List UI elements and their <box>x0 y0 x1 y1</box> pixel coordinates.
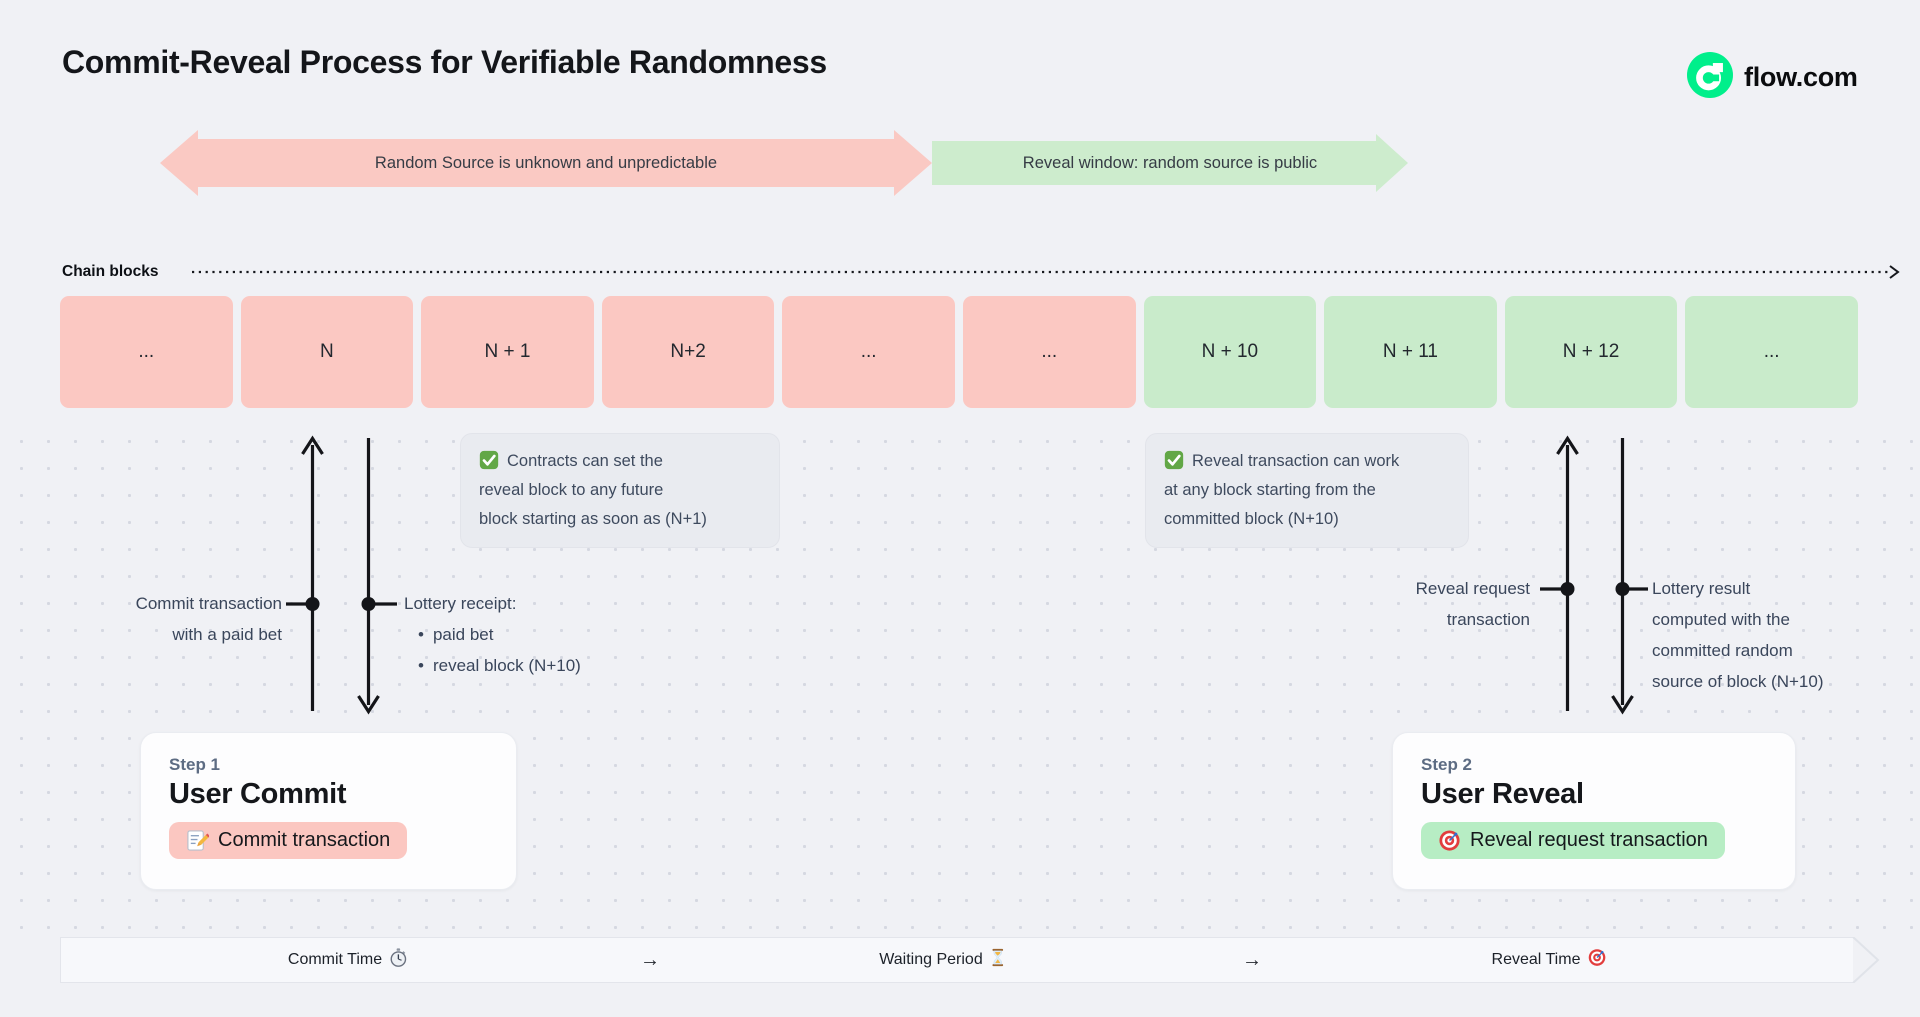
chain-dotted-line-arrow <box>192 265 1900 279</box>
note-line: Contracts can set the <box>479 447 761 476</box>
timeline-waiting-period: Waiting Period <box>879 937 1006 983</box>
note-text: Contracts can set the <box>507 452 663 470</box>
stopwatch-icon <box>389 948 408 972</box>
reveal-phase-arrow: Reveal window: random source is public <box>932 134 1408 192</box>
target-icon <box>1587 948 1606 972</box>
commit-phase-label: Random Source is unknown and unpredictab… <box>374 153 718 172</box>
chain-blocks-label: Chain blocks <box>62 263 159 280</box>
chain-block: N <box>240 296 414 408</box>
step1-kicker: Step 1 <box>169 755 221 774</box>
bullet-icon: • <box>418 625 424 644</box>
target-icon <box>1438 829 1461 852</box>
note-reveal-window: Reveal transaction can work at any block… <box>1145 433 1469 548</box>
step2-card: Step 2 User Reveal Reveal request transa… <box>1392 732 1796 890</box>
commit-transaction-label: Commit transaction with a paid bet <box>135 594 282 644</box>
lottery-result-label: Lottery result computed with the committ… <box>1652 579 1824 691</box>
reveal-request-button-label: Reveal request transaction <box>1470 829 1708 851</box>
chain-block: N + 10 <box>1143 296 1317 408</box>
chain-block: N + 12 <box>1504 296 1678 408</box>
step2-kicker: Step 2 <box>1421 755 1473 774</box>
commit-phase-arrow: Random Source is unknown and unpredictab… <box>160 130 932 196</box>
check-icon <box>1164 450 1184 470</box>
chain-block: ... <box>962 296 1136 408</box>
timeline-arrow-2: → <box>1242 948 1262 971</box>
step1-title: User Commit <box>169 778 347 810</box>
note-text: at any block starting from the <box>1164 481 1376 499</box>
page-title: Commit-Reveal Process for Verifiable Ran… <box>62 44 827 80</box>
chain-block: N + 11 <box>1324 296 1497 408</box>
timeline-reveal-time: Reveal Time <box>1492 937 1607 983</box>
note-text: block starting as soon as (N+1) <box>479 510 707 528</box>
chain-block: N+2 <box>601 296 775 408</box>
bullet-icon: • <box>418 656 424 675</box>
timeline-bar <box>60 937 1853 983</box>
chain-block: ... <box>782 296 955 408</box>
step1-card: Step 1 User Commit Commit transaction <box>140 732 517 890</box>
lottery-receipt-title: Lottery receipt: <box>404 594 517 613</box>
step2-title: User Reveal <box>1421 778 1584 810</box>
hourglass-icon <box>990 948 1007 972</box>
reveal-request-button[interactable]: Reveal request transaction <box>1421 822 1725 859</box>
chain-block: N + 1 <box>421 296 594 408</box>
note-line: Reveal transaction can work <box>1164 447 1450 476</box>
lottery-receipt-bullet: • paid bet <box>404 619 644 650</box>
memo-icon <box>186 829 209 852</box>
timeline-commit-time: Commit Time <box>288 937 408 983</box>
lottery-receipt-bullet: • reveal block (N+10) <box>404 650 644 681</box>
chain-block: ... <box>60 296 233 408</box>
reveal-phase-label: Reveal window: random source is public <box>1022 153 1318 172</box>
note-commit-window: Contracts can set the reveal block to an… <box>460 433 780 548</box>
check-icon <box>479 450 499 470</box>
commit-transaction-button-label: Commit transaction <box>218 829 391 851</box>
note-text: reveal block to any future <box>479 481 664 499</box>
reveal-request-label: Reveal request transaction <box>1415 579 1530 629</box>
commit-transaction-button[interactable]: Commit transaction <box>169 822 408 859</box>
note-text: committed block (N+10) <box>1164 510 1339 528</box>
flow-logo[interactable]: flow.com <box>1687 52 1858 103</box>
timeline-arrow-tip <box>1852 937 1880 983</box>
chain-block: ... <box>1685 296 1858 408</box>
note-text: Reveal transaction can work <box>1192 452 1400 470</box>
chain-blocks-row: ... N N + 1 N+2 ... ... N + 10 N + 11 N … <box>60 296 1858 408</box>
flow-logo-text: flow.com <box>1744 62 1858 92</box>
flow-logo-icon <box>1687 52 1733 103</box>
timeline-arrow-1: → <box>640 948 660 971</box>
lottery-receipt-label: Lottery receipt: • paid bet • reveal blo… <box>404 588 644 681</box>
